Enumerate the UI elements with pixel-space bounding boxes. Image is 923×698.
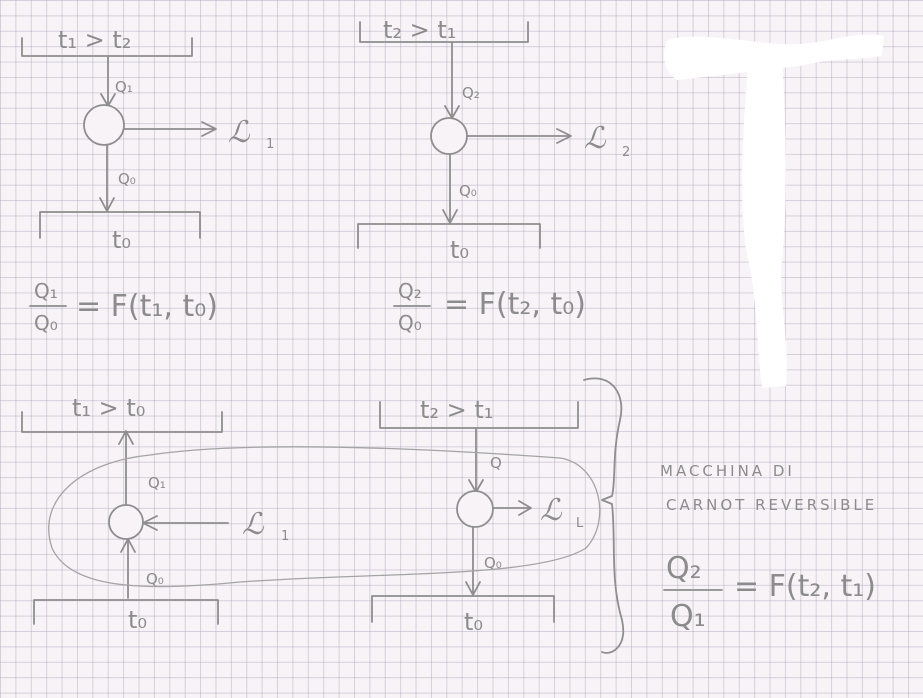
- work-label: ℒ: [540, 493, 563, 528]
- heat-in-label: Q: [490, 454, 502, 472]
- formula-numerator: Q₁: [34, 279, 58, 303]
- formula-rhs: = F(t₁, t₀): [76, 289, 218, 324]
- final-formula-numerator: Q₂: [666, 551, 702, 586]
- heat-out-arrowhead: [442, 209, 458, 224]
- conclusion-block: MACCHINA DI CARNOT REVERSIBLE Q₂ Q₁ = F(…: [660, 462, 877, 634]
- work-arrowhead: [201, 121, 217, 137]
- final-formula-rhs: = F(t₂, t₁): [734, 569, 876, 604]
- work-subscript: 2: [622, 145, 630, 160]
- cold-reservoir-label: t₀: [112, 226, 131, 254]
- work-label: ℒ: [584, 121, 607, 156]
- work-arrowhead: [518, 500, 532, 516]
- work-subscript: 1: [266, 137, 274, 152]
- heat-from-cold-label: Q₀: [146, 570, 164, 588]
- hot-reservoir-bracket: [21, 37, 193, 57]
- combined-system-loop: [48, 446, 601, 588]
- work-subscript: 1: [281, 529, 289, 544]
- heat-out-label: Q₀: [484, 554, 502, 572]
- hot-reservoir-bracket: [21, 411, 223, 433]
- engine-circle: [108, 504, 144, 540]
- cold-reservoir-label: t₀: [450, 236, 469, 264]
- hot-reservoir-bracket: [379, 401, 579, 429]
- work-label: ℒ: [228, 115, 251, 150]
- curly-brace: [583, 377, 625, 654]
- note-line-2: CARNOT REVERSIBLE: [666, 496, 877, 514]
- formula-denominator: Q₀: [398, 311, 422, 335]
- hot-reservoir-label: t₁ > t₂: [58, 26, 131, 54]
- heat-up-label: Q₁: [148, 474, 166, 492]
- heat-out-arrowhead: [99, 197, 115, 212]
- work-arrowhead: [556, 128, 572, 144]
- formula-rhs: = F(t₂, t₀): [444, 287, 586, 322]
- cold-reservoir-bracket: [371, 595, 555, 623]
- heat-in-label: Q₂: [462, 84, 480, 102]
- work-label: ℒ: [242, 507, 265, 542]
- heat-in-label: Q₁: [115, 78, 133, 96]
- cold-reservoir-bracket: [357, 223, 541, 249]
- cold-reservoir-bracket: [33, 599, 219, 625]
- hot-reservoir-label: t₁ > t₀: [72, 394, 145, 422]
- heat-from-cold-arrowhead: [120, 538, 136, 553]
- work-subscript: L: [576, 516, 584, 531]
- work-in-arrowhead: [142, 515, 158, 531]
- engine-circle: [430, 117, 468, 155]
- heat-out-label: Q₀: [459, 182, 477, 200]
- heat-out-label: Q₀: [118, 170, 136, 188]
- hot-reservoir-bracket: [359, 21, 529, 43]
- formula-denominator: Q₀: [34, 311, 58, 335]
- engine-diagram-1: t₁ > t₂ Q₁ ℒ 1 Q₀ t₀ Q₁ Q₀ = F(t₁, t₀): [21, 26, 274, 335]
- hot-reservoir-label: t₂ > t₁: [420, 396, 493, 424]
- final-formula-denominator: Q₁: [670, 599, 706, 634]
- engine-diagram-4: t₂ > t₁ Q ℒ L Q₀ t₀: [371, 396, 584, 636]
- heat-up-arrowhead: [118, 430, 134, 445]
- engine-diagram-3: t₁ > t₀ Q₁ ℒ 1 Q₀ t₀: [21, 394, 289, 634]
- note-line-1: MACCHINA DI: [660, 462, 795, 480]
- formula-numerator: Q₂: [398, 279, 422, 303]
- engine-circle: [83, 104, 125, 146]
- cold-reservoir-label: t₀: [464, 608, 483, 636]
- cold-reservoir-label: t₀: [128, 606, 147, 634]
- heat-out-arrowhead: [465, 581, 481, 596]
- engine-circle: [456, 490, 494, 528]
- cold-reservoir-bracket: [39, 211, 201, 239]
- engine-diagram-2: t₂ > t₁ Q₂ ℒ 2 Q₀ t₀ Q₂ Q₀ = F(t₂, t₀): [357, 16, 630, 335]
- correction-tape-mark: [663, 34, 884, 388]
- hot-reservoir-label: t₂ > t₁: [383, 16, 456, 44]
